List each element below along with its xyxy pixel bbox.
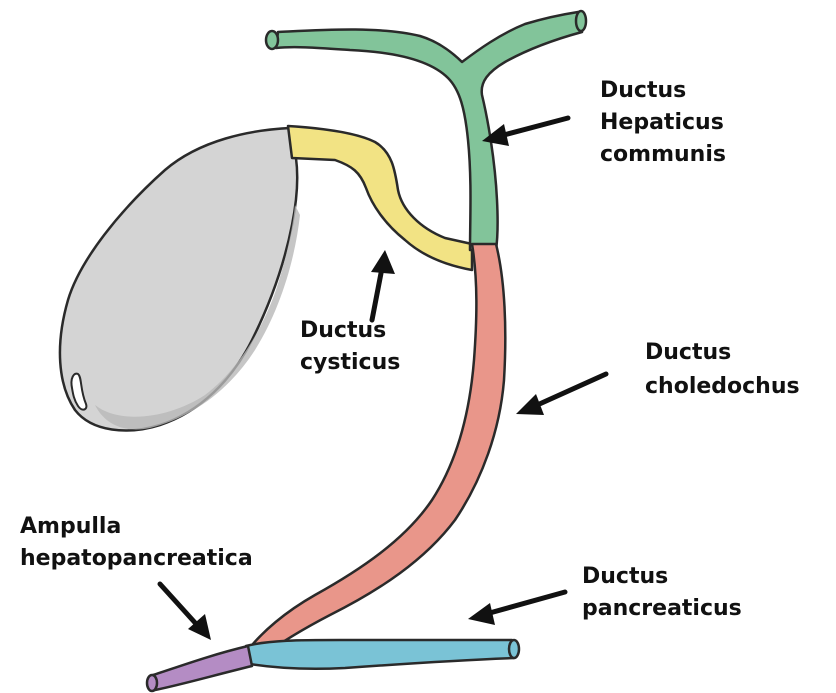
- arrow-icon: [535, 374, 606, 406]
- label-cystic: Ductus cysticus: [300, 318, 400, 375]
- label-ampulla-line1: Ampulla: [20, 514, 121, 539]
- arrow-head-icon: [371, 250, 395, 274]
- arrow-choledochus: [516, 374, 606, 415]
- arrow-icon: [486, 592, 565, 614]
- arrow-icon: [500, 118, 568, 136]
- label-ampulla-line2: hepatopancreatica: [20, 546, 253, 571]
- label-choledochus-line1: Ductus: [645, 340, 731, 365]
- label-choledochus: Ductus choledochus: [645, 340, 800, 399]
- pancreatic-duct-opening: [509, 640, 519, 658]
- cystic-duct: [288, 126, 472, 270]
- arrow-cystic: [371, 250, 395, 320]
- hepatic-duct-left-opening: [266, 31, 278, 49]
- label-choledochus-line2: choledochus: [645, 374, 800, 399]
- label-hepatic-line3: communis: [600, 142, 726, 167]
- pancreatic-duct: [246, 640, 514, 669]
- label-cystic-line1: Ductus: [300, 318, 386, 343]
- label-pancreatic: Ductus pancreaticus: [582, 564, 742, 621]
- hepatic-duct-right-opening: [576, 11, 586, 31]
- label-ampulla: Ampulla hepatopancreatica: [20, 514, 253, 571]
- label-hepatic-line1: Ductus: [600, 78, 686, 103]
- arrow-hepatic: [482, 118, 568, 146]
- label-hepatic-line2: Hepaticus: [600, 110, 724, 135]
- ampulla-segment: [150, 646, 252, 690]
- label-hepatic: Ductus Hepaticus communis: [600, 78, 726, 167]
- gallbladder-body: [60, 128, 297, 430]
- gallbladder: [60, 128, 300, 430]
- arrow-pancreatic: [468, 592, 565, 625]
- arrow-head-icon: [516, 394, 544, 415]
- label-pancreatic-line2: pancreaticus: [582, 596, 742, 621]
- ampulla-opening: [147, 675, 157, 691]
- arrow-ampulla: [160, 584, 211, 640]
- label-pancreatic-line1: Ductus: [582, 564, 668, 589]
- arrow-icon: [372, 268, 382, 320]
- arrow-icon: [160, 584, 198, 626]
- label-cystic-line2: cysticus: [300, 350, 400, 375]
- arrow-head-icon: [468, 603, 495, 625]
